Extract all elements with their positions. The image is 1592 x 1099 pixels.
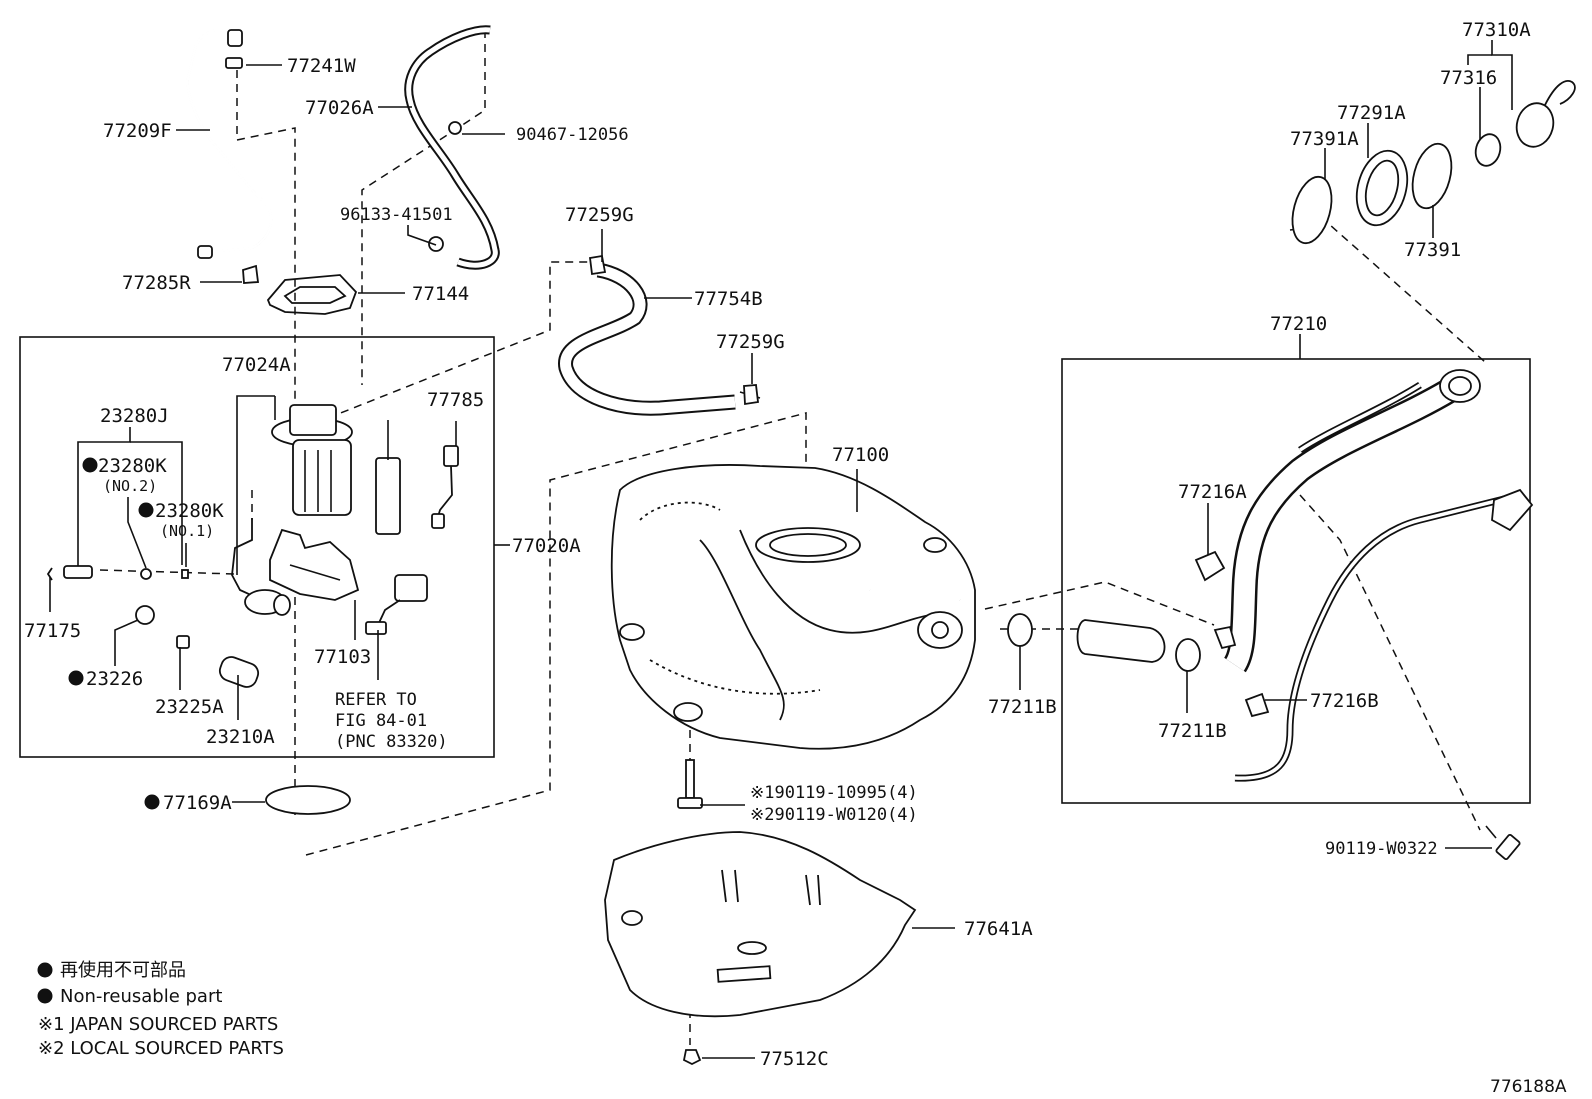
clip-77512c-drawing (682, 1049, 702, 1066)
legend-marker-1 (37, 962, 53, 978)
non-reusable-marker-23226 (68, 670, 84, 686)
label-90467-12056[interactable]: 90467-12056 (516, 125, 629, 145)
label-77024a[interactable]: 77024A (222, 354, 291, 376)
label-77259g-mid[interactable]: 77259G (716, 331, 785, 353)
label-bolt-local[interactable]: ※290119-W0120(4) (750, 805, 918, 825)
label-77144[interactable]: 77144 (412, 283, 469, 305)
label-77020a[interactable]: 77020A (512, 535, 581, 557)
fuel-tank-77100-drawing (610, 464, 976, 750)
legend-line-1: 再使用不可部品 (60, 960, 186, 981)
label-bolt-japan[interactable]: ※190119-10995(4) (750, 783, 918, 803)
label-77785[interactable]: 77785 (427, 389, 484, 411)
label-23280k-no1[interactable]: 23280K (155, 500, 224, 522)
sender-gauge-drawing (375, 420, 459, 535)
label-77216b[interactable]: 77216B (1310, 690, 1379, 712)
label-77210[interactable]: 77210 (1270, 313, 1327, 335)
label-77211b-left[interactable]: 77211B (988, 696, 1057, 718)
gasket-77169a-drawing (265, 785, 351, 815)
pressure-regulator-parts-drawing (46, 565, 260, 688)
label-23280j[interactable]: 23280J (100, 405, 169, 427)
label-refer-to: REFER TO (335, 690, 417, 710)
label-23210a[interactable]: 23210A (206, 726, 275, 748)
bolt-90119-w0322-drawing (1485, 825, 1521, 861)
hose-clamps-77211b-drawing (1007, 613, 1201, 672)
non-reusable-marker-77169a (144, 794, 160, 810)
label-77512c[interactable]: 77512C (760, 1048, 829, 1070)
label-77209f[interactable]: 77209F (103, 120, 172, 142)
label-77641a[interactable]: 77641A (964, 918, 1033, 940)
pump-connector-77103-drawing (365, 574, 428, 635)
protector-77641a-drawing (604, 831, 917, 1018)
legend-line-2: Non-reusable part (60, 986, 222, 1007)
label-23280k-no2[interactable]: 23280K (98, 455, 167, 477)
non-reusable-marker-23280k-no1 (138, 502, 154, 518)
legend: 再使用不可部品 Non-reusable part ※1 JAPAN SOURC… (37, 960, 284, 1059)
label-77169a[interactable]: 77169A (163, 792, 232, 814)
leader-lines (49, 40, 1513, 1059)
label-77391a[interactable]: 77391A (1290, 128, 1359, 150)
part-labels: 77241W 77209F 77026A 90467-12056 96133-4… (24, 19, 1531, 1070)
label-fig-ref[interactable]: FIG 84-01 (335, 711, 427, 731)
hose-77209f-drawing (186, 29, 273, 284)
label-no2: (NO.2) (103, 477, 157, 495)
fuel-suction-filter-drawing (269, 528, 360, 601)
label-90119-w0322[interactable]: 90119-W0322 (1325, 839, 1438, 859)
legend-line-4: ※2 LOCAL SOURCED PARTS (38, 1038, 284, 1059)
filler-pipe-assembly-box (1061, 358, 1531, 804)
legend-marker-2 (37, 988, 53, 1004)
hose-77026a-drawing (404, 25, 500, 270)
label-77100[interactable]: 77100 (832, 444, 889, 466)
fuel-pump-77024a-drawing (231, 404, 353, 616)
label-pnc-ref: (PNC 83320) (335, 732, 448, 752)
label-77285r[interactable]: 77285R (122, 272, 191, 294)
legend-line-3: ※1 JAPAN SOURCED PARTS (38, 1014, 278, 1035)
filler-pipe-77210-drawing (1194, 369, 1534, 782)
label-77026a[interactable]: 77026A (305, 97, 374, 119)
label-77291a[interactable]: 77291A (1337, 102, 1406, 124)
label-77754b[interactable]: 77754B (694, 288, 763, 310)
label-23226[interactable]: 23226 (86, 668, 143, 690)
non-reusable-marker-23280k-no2 (82, 457, 98, 473)
fuel-cap-parts-drawing (1291, 80, 1576, 245)
fuel-pump-assembly-box (19, 336, 495, 758)
label-77216a[interactable]: 77216A (1178, 481, 1247, 503)
label-77241w[interactable]: 77241W (287, 55, 356, 77)
label-77259g-top[interactable]: 77259G (565, 204, 634, 226)
label-77103[interactable]: 77103 (314, 646, 371, 668)
label-77316[interactable]: 77316 (1440, 67, 1497, 89)
label-77211b-right[interactable]: 77211B (1158, 720, 1227, 742)
label-77175[interactable]: 77175 (24, 620, 81, 642)
figure-number: 776188A (1490, 1077, 1567, 1097)
label-77391[interactable]: 77391 (1404, 239, 1461, 261)
label-96133-41501[interactable]: 96133-41501 (340, 205, 453, 225)
label-77310a[interactable]: 77310A (1462, 19, 1531, 41)
label-no1: (NO.1) (160, 522, 214, 540)
lock-ring-77144-drawing (266, 274, 358, 315)
tank-bolt-drawing (677, 759, 703, 809)
label-23225a[interactable]: 23225A (155, 696, 224, 718)
